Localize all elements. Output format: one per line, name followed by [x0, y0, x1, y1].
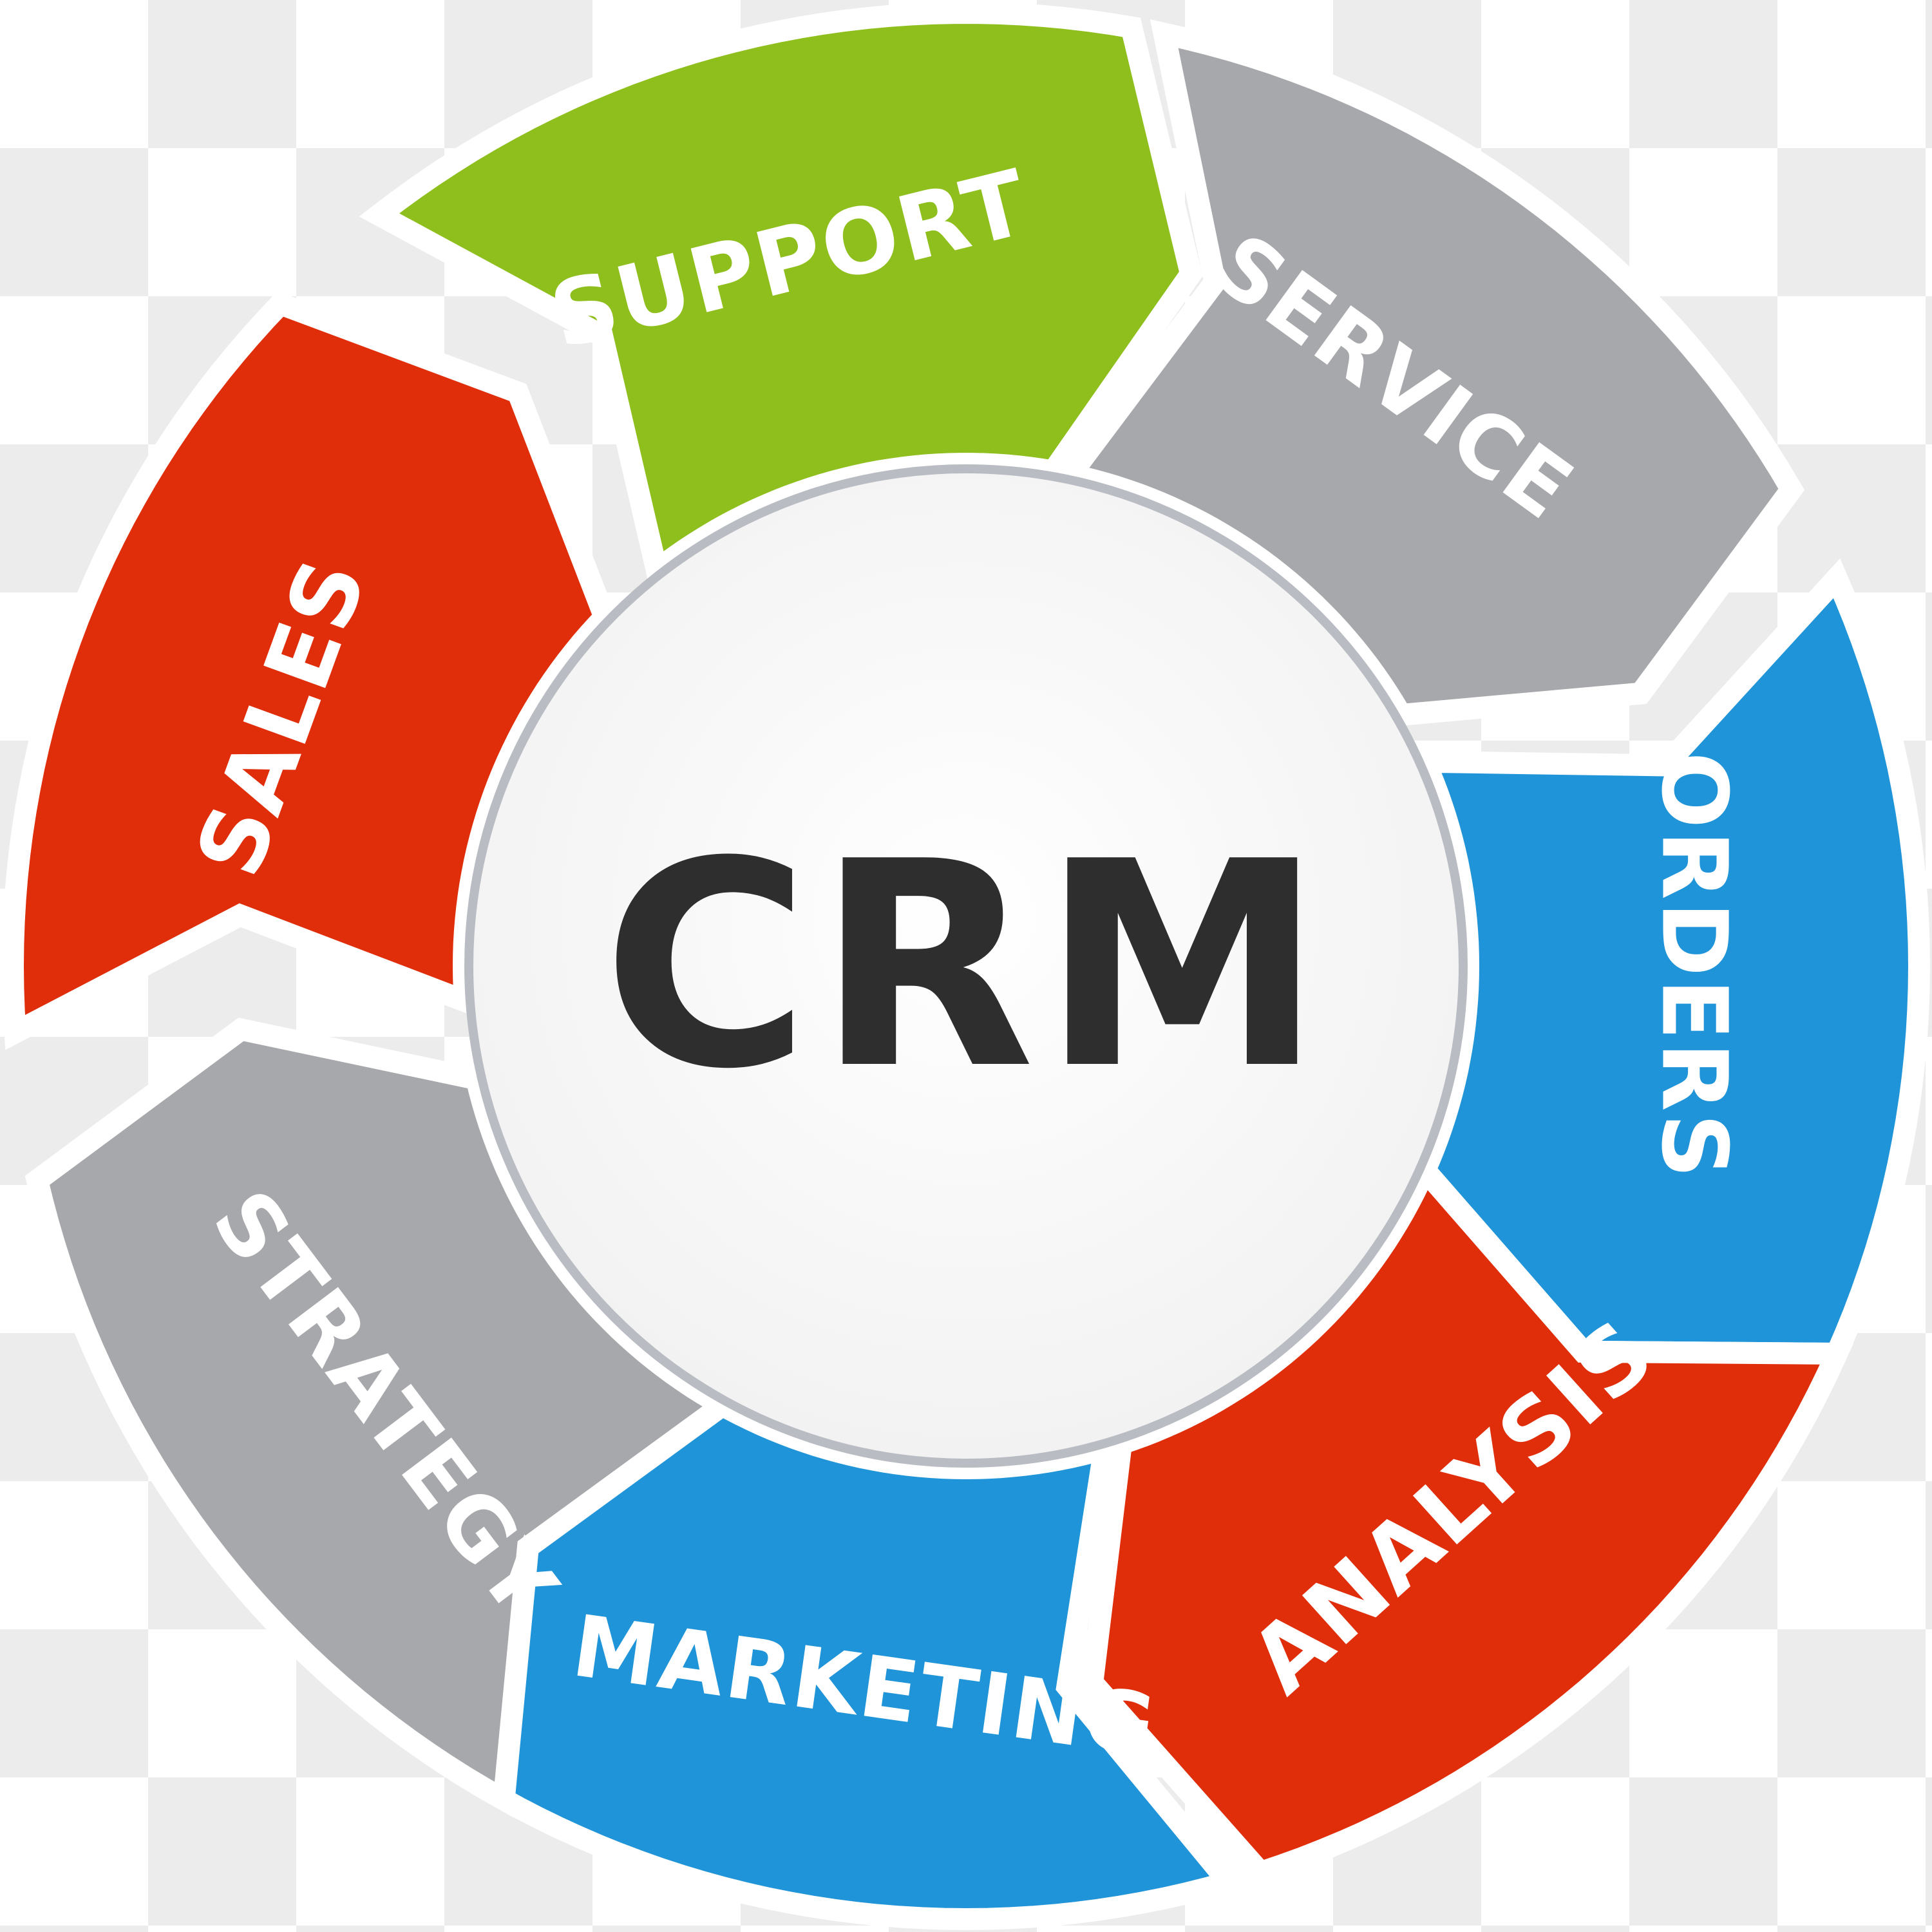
- segment-service: SERVICE: [1051, 19, 1805, 726]
- segment-arrow-support: [359, 2, 1203, 590]
- segment-arrow-service: [1051, 19, 1805, 726]
- hub-circle: [464, 464, 1468, 1468]
- segment-label-orders: ORDERS: [1642, 752, 1747, 1180]
- hub-title: CRM: [602, 801, 1330, 1131]
- segment-arrow-strategy: [24, 1018, 743, 1818]
- segment-arrow-analysis: [1081, 1150, 1854, 1886]
- segment-sales: SALES: [1, 291, 618, 1050]
- segment-analysis: ANALYSIS: [1081, 1150, 1854, 1886]
- segment-arrow-sales: [1, 291, 618, 1050]
- crm-hub: CRM: [464, 464, 1468, 1468]
- segment-strategy: STRATEGY: [24, 1018, 743, 1818]
- segment-support: SUPPORT: [359, 2, 1203, 590]
